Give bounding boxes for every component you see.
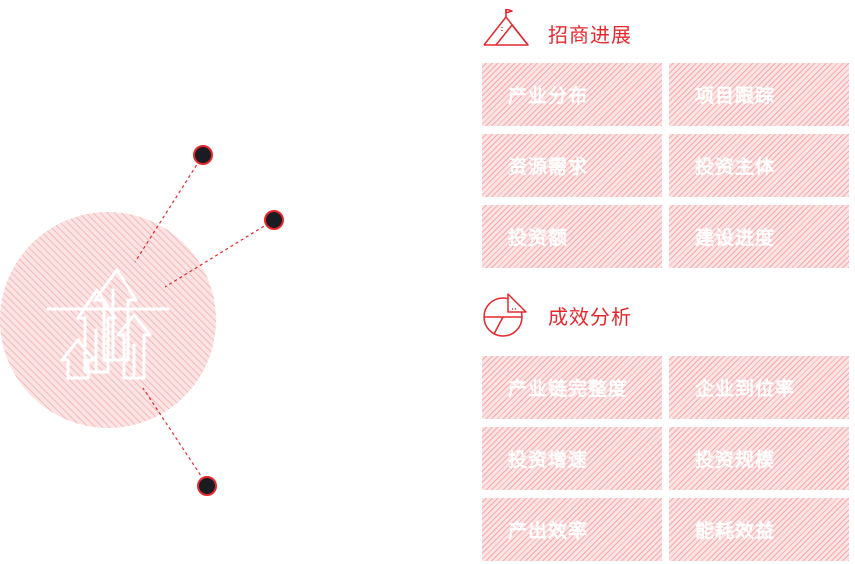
section-header-results: 成效分析 bbox=[482, 290, 632, 340]
tile-label: 项目跟踪 bbox=[695, 85, 776, 107]
tile-label: 投资主体 bbox=[695, 156, 776, 178]
tile-enterprise-arrival-rate[interactable]: 企业到位率 bbox=[669, 356, 849, 419]
pie-chart-icon bbox=[483, 293, 527, 337]
tile-label: 产业分布 bbox=[508, 85, 589, 107]
tile-label: 企业到位率 bbox=[695, 378, 796, 400]
tile-investment-entity[interactable]: 投资主体 bbox=[669, 134, 849, 197]
tile-grid-results: 产业链完整度 企业到位率 投资增速 投资规模 产出效率 能耗效益 bbox=[482, 356, 849, 561]
tile-investment-scale[interactable]: 投资规模 bbox=[669, 427, 849, 490]
tile-label: 投资额 bbox=[508, 227, 569, 249]
section-title: 成效分析 bbox=[548, 304, 632, 329]
tile-investment-growth[interactable]: 投资增速 bbox=[482, 427, 662, 490]
connector-line bbox=[142, 387, 208, 486]
connector-dot bbox=[264, 210, 284, 230]
mountain-flag-icon bbox=[483, 9, 529, 46]
tile-label: 投资规模 bbox=[695, 449, 776, 471]
tile-label: 产出效率 bbox=[508, 520, 589, 542]
tile-energy-benefit[interactable]: 能耗效益 bbox=[669, 498, 849, 561]
city-buildings-icon bbox=[46, 268, 170, 380]
tile-output-efficiency[interactable]: 产出效率 bbox=[482, 498, 662, 561]
tile-label: 产业链完整度 bbox=[508, 378, 629, 400]
tile-grid-progress: 产业分布 项目跟踪 资源需求 投资主体 投资额 建设进度 bbox=[482, 63, 849, 268]
tile-resource-demand[interactable]: 资源需求 bbox=[482, 134, 662, 197]
connector-dot bbox=[197, 476, 217, 496]
tile-investment-amount[interactable]: 投资额 bbox=[482, 205, 662, 268]
tile-industry-distribution[interactable]: 产业分布 bbox=[482, 63, 662, 126]
connector-dot bbox=[193, 145, 213, 165]
tile-label: 投资增速 bbox=[508, 449, 589, 471]
tile-label: 能耗效益 bbox=[695, 520, 776, 542]
section-title: 招商进展 bbox=[548, 22, 632, 47]
tile-label: 资源需求 bbox=[508, 156, 589, 178]
tile-label: 建设进度 bbox=[695, 227, 776, 249]
tile-construction-progress[interactable]: 建设进度 bbox=[669, 205, 849, 268]
section-header-progress: 招商进展 bbox=[482, 8, 632, 58]
tile-project-tracking[interactable]: 项目跟踪 bbox=[669, 63, 849, 126]
tile-chain-completeness[interactable]: 产业链完整度 bbox=[482, 356, 662, 419]
